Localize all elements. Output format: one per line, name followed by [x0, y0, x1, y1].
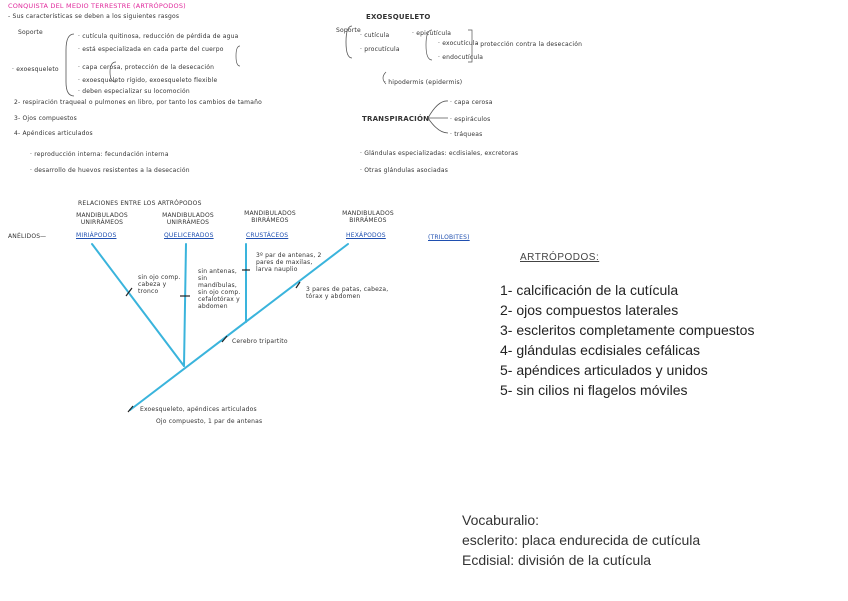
note-line: · procutícula: [360, 46, 400, 53]
outgroup-dash: —: [40, 233, 47, 240]
trait-item: 3- escleritos completamente compuestos: [500, 322, 755, 338]
tick-mark: [295, 281, 301, 289]
note-line: · Otras glándulas asociadas: [360, 167, 449, 174]
note-line: · Glándulas especializadas: ecdisiales, …: [360, 150, 519, 157]
trait-item: 5- apéndices articulados y unidos: [500, 362, 708, 378]
note-line: · protección contra la desecación: [476, 41, 583, 48]
note-line: · desarrollo de huevos resistentes a la …: [30, 167, 190, 174]
note-line: · espiráculos: [450, 116, 491, 123]
traits-list: 1- calcificación de la cutícula 2- ojos …: [500, 280, 754, 400]
tree-branch-miriapodos: [91, 243, 185, 367]
tree-branch-quelicerados: [183, 243, 187, 367]
note-line: 3- Ojos compuestos: [14, 115, 77, 122]
note-line: · epicutícula: [412, 30, 452, 37]
note-line: · cutícula quitinosa, reducción de pérdi…: [78, 33, 239, 40]
note-line: · cutícula: [360, 32, 390, 39]
taxon-group-label: MANDIBULADOS UNIRRÁMEOS: [76, 212, 128, 226]
note-line: 4- Apéndices articulados: [14, 130, 93, 137]
node-label: Cerebro tripartito: [232, 338, 288, 345]
taxon-miriapodos: MIRIÁPODOS: [76, 232, 117, 239]
note-line: 2- respiración traqueal o pulmones en li…: [14, 99, 262, 106]
taxon-hexapodos: HEXÁPODOS: [346, 232, 386, 239]
tick-mark: [221, 335, 228, 343]
note-line: · reproducción interna: fecundación inte…: [30, 151, 169, 158]
bracket-exo: [345, 25, 353, 59]
transpiration-title: TRANSPIRACIÓN: [362, 115, 430, 123]
node-label: 3º par de antenas, 2 pares de maxilas, l…: [256, 252, 322, 273]
note-line: · hipodermis (epidermis): [384, 79, 463, 86]
arthropods-title: ARTRÓPODOS:: [520, 252, 600, 263]
bracket-left-sub2: [235, 45, 241, 67]
transpiration-branches: [427, 100, 449, 134]
note-line: · endocutícula: [438, 54, 484, 61]
notes-title: CONQUISTA DEL MEDIO TERRESTRE (ARTRÓPODO…: [8, 2, 186, 10]
outgroup-label: ANÉLIDOS: [8, 233, 41, 240]
bracket-exo-sub: [425, 29, 433, 61]
vocab-line: esclerito: placa endurecida de cutícula: [462, 532, 701, 548]
trait-item: 2- ojos compuestos laterales: [500, 302, 679, 318]
note-line: · deben especializar su locomoción: [78, 88, 190, 95]
note-line: · capa cerosa: [450, 99, 493, 106]
tree-root-branch: [129, 243, 349, 411]
trilobites-label: (TRILOBITES): [428, 234, 470, 241]
taxon-group-label: MANDIBULADOS BIRRÁMEOS: [342, 210, 394, 224]
note-line: · capa cerosa, protección de la desecaci…: [78, 64, 215, 71]
tree-title: RELACIONES ENTRE LOS ARTRÓPODOS: [78, 200, 202, 207]
vocabulary-block: Vocaburalio: esclerito: placa endurecida…: [462, 510, 700, 570]
bracket-left-main: [65, 33, 75, 97]
taxon-group-label: MANDIBULADOS BIRRÁMEOS: [244, 210, 296, 224]
note-line: · está especializada en cada parte del c…: [78, 46, 224, 53]
hook-hypodermis: [382, 71, 387, 85]
note-line: · exoesqueleto rígido, exoesqueleto flex…: [78, 77, 218, 84]
node-label: Exoesqueleto, apéndices articulados: [140, 406, 257, 413]
note-line: · exocutícula: [438, 40, 479, 47]
note-line: Soporte: [18, 29, 43, 36]
bracket-left-sub: [109, 61, 117, 83]
trait-item: 4- glándulas ecdisiales cefálicas: [500, 342, 700, 358]
taxon-group-label: MANDIBULADOS UNIRRÁMEOS: [162, 212, 214, 226]
vocab-title: Vocaburalio:: [462, 512, 540, 528]
tick-mark: [127, 405, 134, 413]
trait-item: 1- calcificación de la cutícula: [500, 282, 679, 298]
taxon-crustaceos: CRUSTÁCEOS: [246, 232, 289, 239]
vocab-line: Ecdisial: división de la cutícula: [462, 552, 652, 568]
node-label: sin antenas, sin mandíbulas, sin ojo com…: [198, 268, 241, 310]
note-line: · tráqueas: [450, 131, 483, 138]
node-label: 3 pares de patas, cabeza, tórax y abdome…: [306, 286, 389, 300]
tick-mark: [125, 287, 133, 297]
node-label: Ojo compuesto, 1 par de antenas: [156, 418, 263, 425]
exoskeleton-title: EXOESQUELETO: [366, 13, 431, 21]
note-line: Soporte: [336, 27, 361, 34]
bracket-exo-right: [468, 29, 473, 63]
taxon-quelicerados: QUELICERADOS: [164, 232, 214, 239]
notes-intro: - Sus características se deben a los sig…: [8, 13, 180, 20]
note-line: · exoesqueleto: [12, 66, 59, 73]
node-label: sin ojo comp. cabeza y tronco: [138, 274, 181, 295]
trait-item: 5- sin cilios ni flagelos móviles: [500, 382, 688, 398]
